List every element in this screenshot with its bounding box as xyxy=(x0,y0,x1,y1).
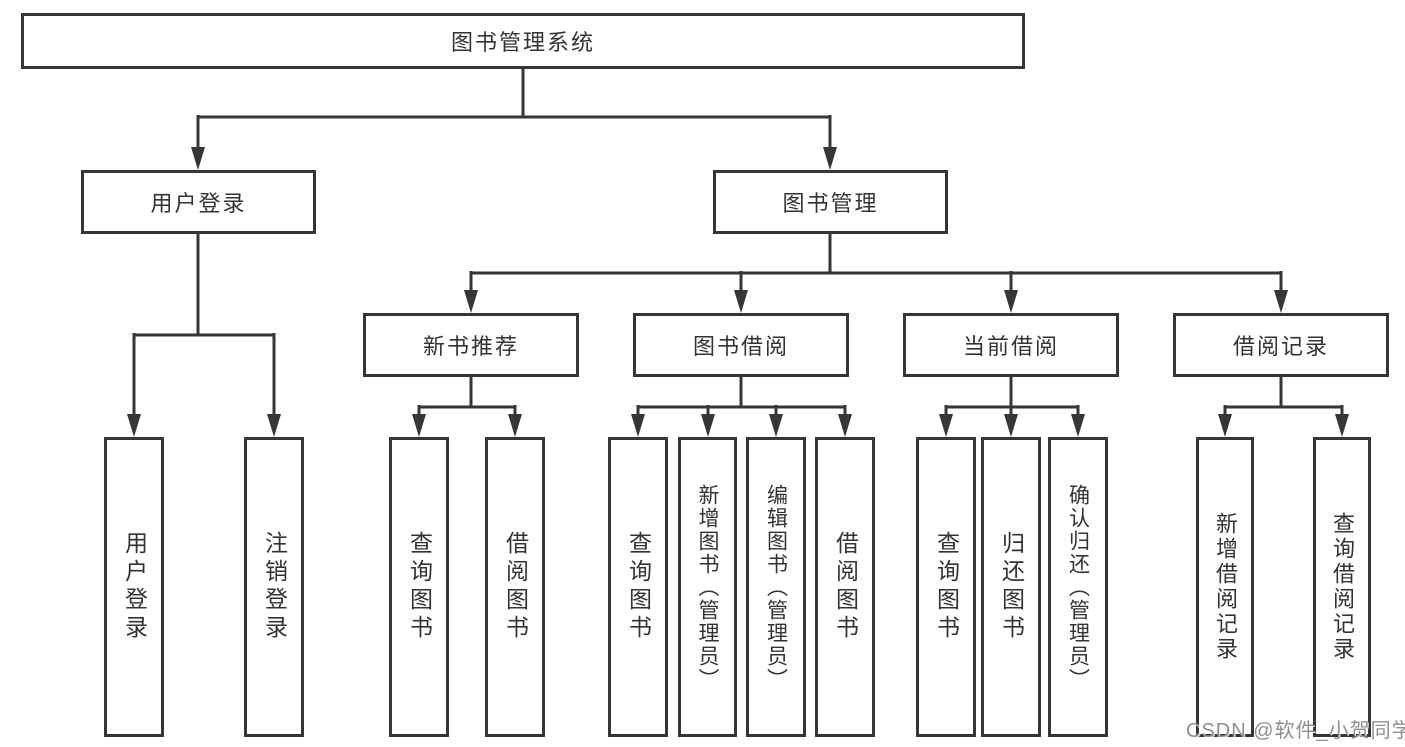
leaf-edit-book-admin-label: 编辑图书（管理员） xyxy=(764,483,788,691)
leaf-logout-label: 注销登录 xyxy=(261,531,288,643)
leaf-borrow-book-recommend: 借阅图书 xyxy=(485,437,545,737)
leaf-query-book-borrow-label: 查询图书 xyxy=(625,531,652,643)
node-borrow-record-label: 借阅记录 xyxy=(1232,334,1329,359)
leaf-add-book-admin-label: 新增图书（管理员） xyxy=(696,483,719,691)
node-book-borrow-label: 图书借阅 xyxy=(692,334,789,359)
leaf-edit-book-admin: 编辑图书（管理员） xyxy=(746,437,806,737)
leaf-borrow-book: 借阅图书 xyxy=(815,437,875,737)
leaf-borrow-book-label: 借阅图书 xyxy=(832,531,859,643)
leaf-add-borrow-record: 新增借阅记录 xyxy=(1196,437,1254,737)
node-new-book-recommend: 新书推荐 xyxy=(363,313,579,377)
node-borrow-record: 借阅记录 xyxy=(1173,313,1389,377)
node-current-borrow: 当前借阅 xyxy=(903,313,1119,377)
node-book-management-branch: 图书管理 xyxy=(713,170,948,234)
leaf-user-login: 用户登录 xyxy=(104,437,164,737)
node-current-borrow-label: 当前借阅 xyxy=(962,334,1059,359)
leaf-return-book-label: 归还图书 xyxy=(998,531,1025,643)
leaf-query-borrow-record-label: 查询借阅记录 xyxy=(1330,512,1355,662)
leaf-query-book-recommend-label: 查询图书 xyxy=(406,531,433,643)
leaf-add-book-admin: 新增图书（管理员） xyxy=(678,437,737,737)
node-user-login-branch-label: 用户登录 xyxy=(150,191,247,216)
leaf-query-book-current: 查询图书 xyxy=(916,437,976,737)
leaf-add-borrow-record-label: 新增借阅记录 xyxy=(1213,512,1238,662)
leaf-query-book-current-label: 查询图书 xyxy=(933,531,960,643)
leaf-user-login-label: 用户登录 xyxy=(121,531,148,643)
leaf-query-book-recommend: 查询图书 xyxy=(389,437,449,737)
leaf-confirm-return-admin: 确认归还（管理员） xyxy=(1048,437,1108,737)
leaf-confirm-return-admin-label: 确认归还（管理员） xyxy=(1066,483,1090,691)
leaf-return-book: 归还图书 xyxy=(981,437,1041,737)
node-book-borrow: 图书借阅 xyxy=(633,313,849,377)
leaf-borrow-book-recommend-label: 借阅图书 xyxy=(502,531,529,643)
node-user-login-branch: 用户登录 xyxy=(81,170,316,234)
node-root-system: 图书管理系统 xyxy=(21,13,1025,69)
node-book-management-branch-label: 图书管理 xyxy=(782,191,879,216)
leaf-query-book-borrow: 查询图书 xyxy=(608,437,668,737)
node-root-label: 图书管理系统 xyxy=(450,30,595,55)
leaf-logout: 注销登录 xyxy=(244,437,304,737)
leaf-query-borrow-record: 查询借阅记录 xyxy=(1313,437,1371,737)
arrowhead-icons xyxy=(127,147,1349,437)
node-new-book-recommend-label: 新书推荐 xyxy=(422,334,519,359)
csdn-watermark: CSDN @软件_小贺同学 xyxy=(1186,720,1405,742)
